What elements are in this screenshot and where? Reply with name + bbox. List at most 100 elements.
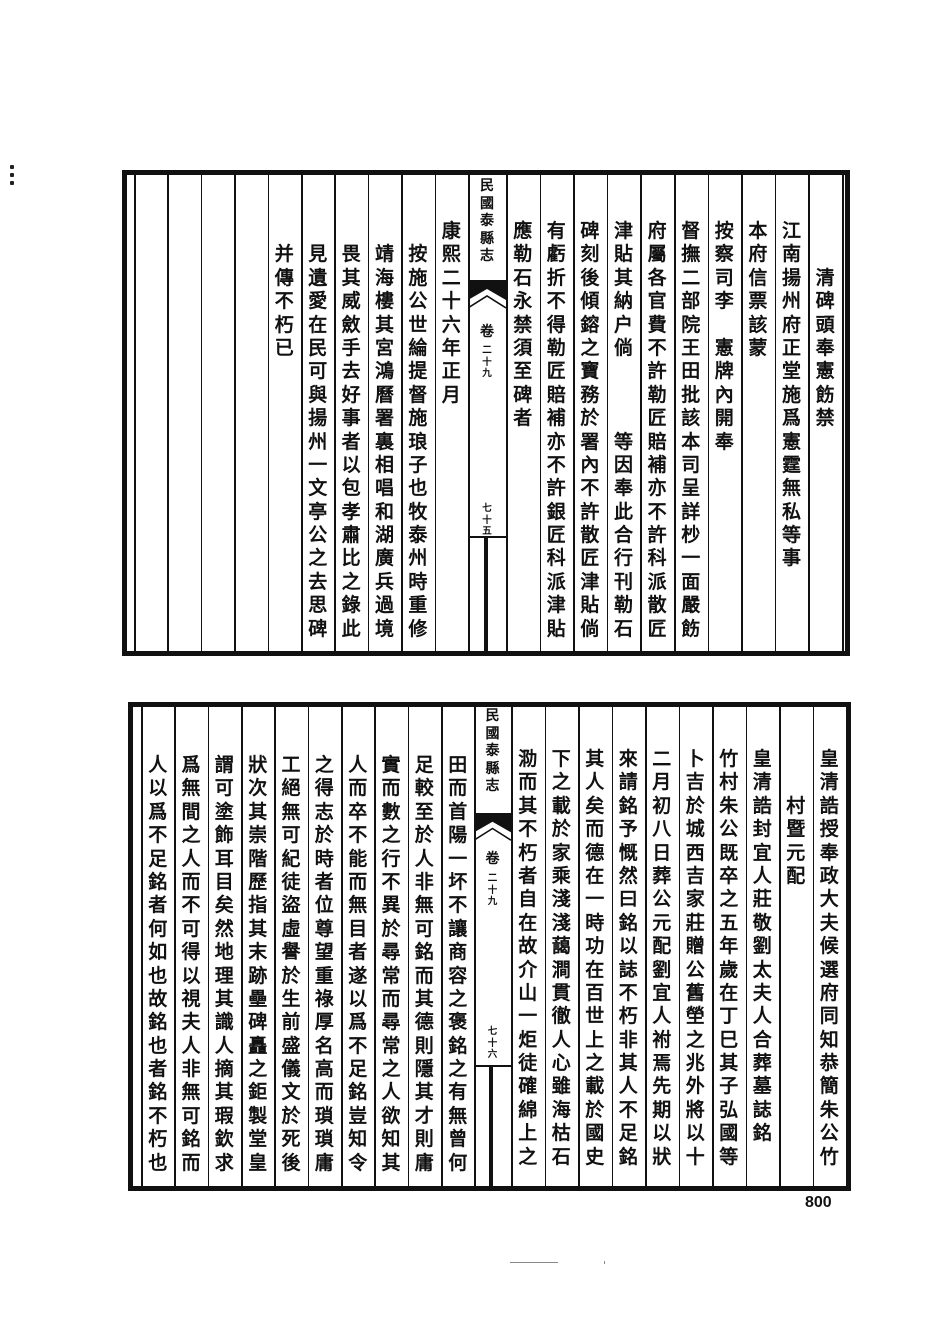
glyph: 面: [681, 570, 701, 593]
glyph: 石: [513, 266, 533, 289]
glyph: 劉: [652, 958, 672, 981]
glyph: 署: [374, 407, 394, 430]
glyph: 匠: [580, 547, 600, 570]
bottom-page-panel: 民國泰縣志 卷 二十九 七十六 皇清誥授奉政大夫候選府同知恭簡朱公竹 村暨元配 …: [128, 702, 851, 1191]
glyph: 望: [314, 941, 334, 964]
glyph: 狀: [652, 1145, 672, 1168]
glyph: 壘: [248, 987, 268, 1010]
glyph: 包: [341, 477, 361, 500]
glyph: 其: [414, 987, 434, 1010]
glyph: 暨: [786, 818, 806, 841]
glyph: 朽: [148, 1128, 168, 1151]
glyph: 以: [618, 935, 638, 958]
glyph: 而: [314, 1081, 334, 1104]
glyph: 派: [546, 570, 566, 593]
glyph: 政: [819, 864, 839, 887]
glyph: 琅: [408, 430, 428, 453]
glyph: 世: [408, 313, 428, 336]
glyph: 皇: [819, 748, 839, 770]
glyph: 銘: [148, 1081, 168, 1104]
text-column: 田而首陽一坏不讓商容之褒銘之有無曾何: [441, 754, 474, 1175]
glyph: 務: [580, 383, 600, 406]
glyph: 吉: [685, 771, 705, 794]
glyph: 理: [214, 964, 234, 987]
glyph: 塗: [214, 800, 234, 823]
text-column: 皇清誥封宜人莊敬劉太夫人合葬墓誌銘: [746, 748, 779, 1146]
glyph: 以: [341, 453, 361, 476]
glyph: 畏: [341, 243, 361, 266]
glyph: 之: [448, 987, 468, 1010]
glyph: 其: [374, 313, 394, 336]
glyph: 將: [685, 1098, 705, 1121]
glyph: 開: [714, 407, 734, 430]
glyph: 霆: [781, 453, 801, 476]
glyph: 舊: [685, 981, 705, 1004]
glyph: 廣: [374, 547, 394, 570]
glyph: 墓: [752, 1075, 772, 1098]
glyph: 思: [308, 594, 328, 617]
glyph: 上: [585, 1028, 605, 1051]
glyph: 豈: [348, 1104, 368, 1127]
glyph: 二: [441, 266, 461, 289]
glyph: 好: [341, 383, 361, 406]
glyph: 奉: [819, 841, 839, 864]
glyph: 十: [487, 1037, 498, 1049]
glyph: 丁: [719, 1005, 739, 1028]
glyph: 境: [374, 617, 394, 640]
glyph: 王: [681, 336, 701, 359]
glyph: 州: [781, 290, 801, 313]
glyph: 鎔: [580, 313, 600, 336]
text-column: 實而數之行不異於尋常而尋常之人欲知其: [374, 754, 407, 1175]
glyph: 瑣: [314, 1104, 334, 1127]
text-column: 見遺愛在民可與揚州一文亭公之去思碑: [301, 220, 334, 641]
glyph: 票: [748, 290, 768, 313]
glyph: 不: [348, 824, 368, 847]
fishtail-ornament-icon: [468, 280, 506, 309]
glyph: 李: [714, 290, 734, 313]
glyph: 一: [585, 888, 605, 911]
glyph: 無: [281, 800, 301, 823]
glyph: 誥: [819, 794, 839, 817]
glyph: 地: [214, 941, 234, 964]
center-band-cap: [468, 536, 508, 538]
text-column: 康熙二十六年正月: [435, 220, 468, 407]
glyph: 矗: [248, 1034, 268, 1057]
glyph: 尋: [381, 941, 401, 964]
glyph: 七: [482, 503, 492, 514]
glyph: 葬: [652, 864, 672, 887]
glyph: 國: [480, 195, 494, 212]
glyph: 誥: [752, 794, 772, 817]
glyph: 津: [613, 220, 633, 242]
glyph: 者: [148, 1058, 168, 1081]
glyph: 時: [314, 847, 334, 870]
glyph: 清: [752, 771, 772, 794]
glyph: 朽: [618, 1005, 638, 1028]
glyph: 百: [585, 981, 605, 1004]
glyph: 其: [381, 1151, 401, 1174]
glyph: 高: [314, 1058, 334, 1081]
text-column: 應勒石永禁須至碑者: [506, 220, 539, 431]
glyph: 亦: [647, 477, 667, 500]
glyph: 而: [448, 777, 468, 800]
glyph: [268, 220, 301, 243]
glyph: 私: [781, 500, 801, 523]
glyph: 予: [618, 818, 638, 841]
glyph: 人: [381, 1081, 401, 1104]
glyph: 世: [585, 1005, 605, 1028]
glyph: 間: [181, 800, 201, 823]
glyph: 和: [374, 500, 394, 523]
glyph: 其: [214, 987, 234, 1010]
glyph: 牧: [408, 500, 428, 523]
text-column: 狀次其崇階歷指其末跡壘碑矗之鉅製堂皇: [241, 754, 274, 1175]
glyph: 詳: [681, 500, 701, 523]
glyph: 誌: [618, 958, 638, 981]
text-column: 工絕無可紀徒盜虛譽於生前盛儀文於死後: [274, 754, 307, 1175]
column-rule: [401, 175, 403, 651]
glyph: 子: [408, 453, 428, 476]
glyph: 求: [214, 1151, 234, 1174]
glyph: 不: [181, 894, 201, 917]
juan-label: 卷: [468, 324, 506, 342]
glyph: 許: [546, 477, 566, 500]
glyph: 耳: [214, 847, 234, 870]
glyph: 朽: [274, 313, 294, 336]
